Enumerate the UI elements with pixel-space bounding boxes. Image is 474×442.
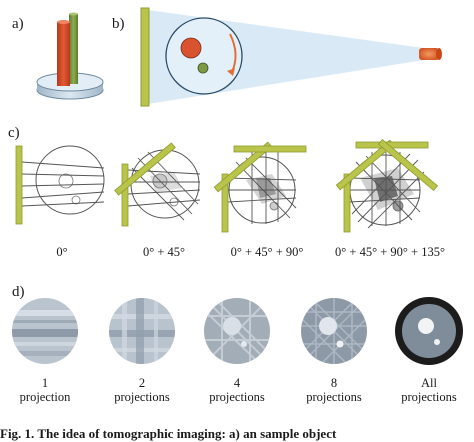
backprojection-135deg: [335, 138, 439, 233]
detector-bar: [140, 7, 150, 107]
angle-label-90: 0° + 45° + 90°: [230, 245, 304, 259]
backprojection-90deg: [213, 141, 307, 233]
backprojection-illustration: [15, 138, 439, 233]
reconstruction-8: [301, 298, 367, 364]
reconstruction-4: [204, 298, 270, 364]
figure-caption: Fig. 1. The idea of tomographic imaging:…: [0, 426, 337, 441]
tomography-setup-illustration: [140, 7, 442, 107]
backprojection-45deg: [114, 142, 201, 227]
reconstruction-1: [12, 298, 78, 364]
sample-cross-section: [165, 17, 243, 95]
reconstruction-2: [109, 298, 175, 364]
backprojection-0deg: [15, 145, 105, 225]
panel-label-a: a): [12, 16, 24, 32]
angle-label-45: 0° + 45°: [142, 245, 186, 259]
angle-label-0: 0°: [56, 245, 68, 259]
red-cylinder: [57, 22, 70, 86]
panel-label-d: d): [12, 284, 25, 300]
angle-label-135: 0° + 45° + 90° + 135°: [335, 245, 445, 259]
panel-label-c: c): [8, 125, 20, 141]
green-cylinder: [69, 14, 78, 84]
reconstructions-row: [12, 297, 463, 365]
sample-object-illustration: [36, 12, 104, 100]
panel-label-b: b): [112, 16, 125, 32]
reconstruction-all: [395, 297, 463, 365]
x-ray-source: [419, 48, 439, 60]
